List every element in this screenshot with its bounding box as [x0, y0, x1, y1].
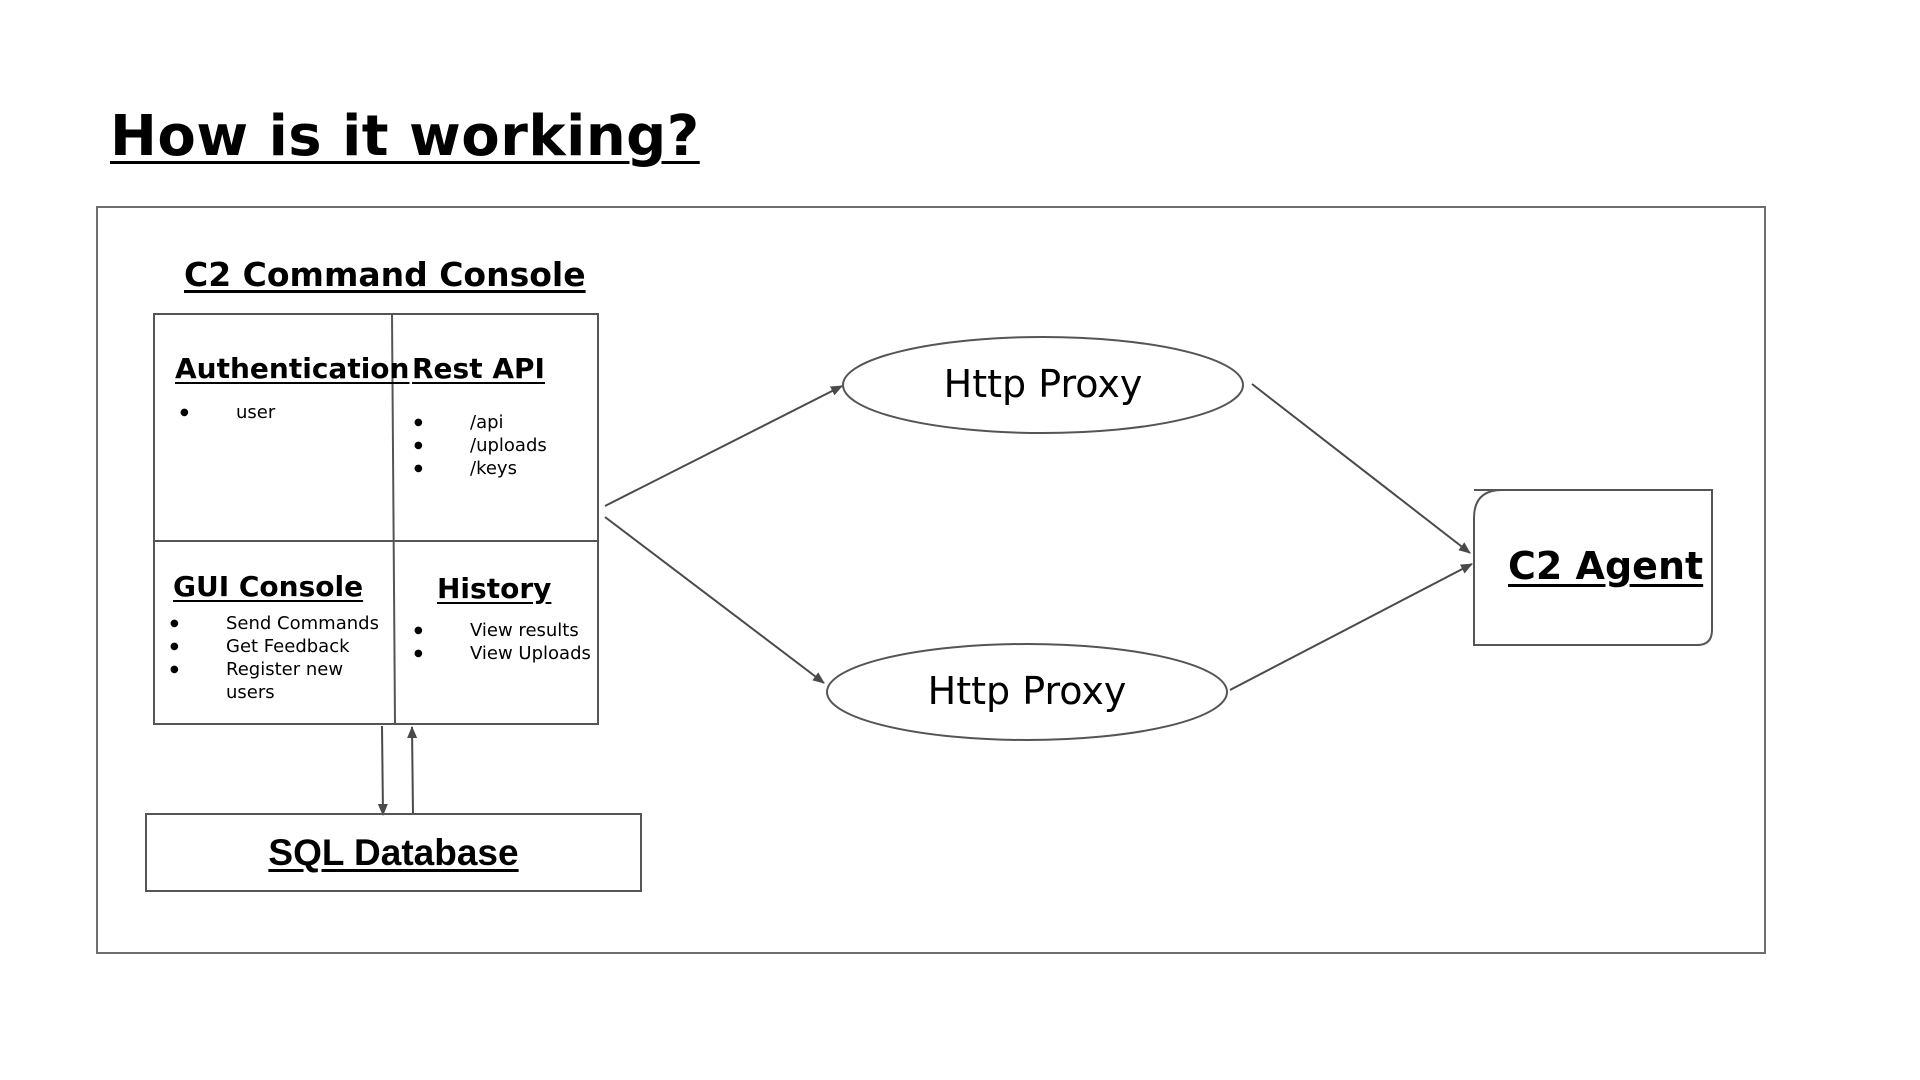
database-label: SQL Database	[268, 831, 519, 873]
proxy-label-bottom: Http Proxy	[927, 669, 1127, 713]
list-item: /uploads	[414, 434, 547, 457]
rest-api-list: /api /uploads /keys	[414, 411, 547, 480]
rest-api-title: Rest API	[412, 352, 545, 385]
console-title: C2 Command Console	[184, 255, 586, 294]
arrow-console-to-proxy-bottom	[604, 516, 825, 684]
gui-console-title: GUI Console	[173, 570, 364, 603]
history-list: View results View Uploads	[414, 619, 591, 665]
gui-console-list: Send Commands Get Feedback Register new …	[170, 612, 379, 704]
list-item: Register new users	[170, 658, 376, 704]
agent-label: C2 Agent	[1508, 544, 1704, 588]
arrow-database-to-console	[407, 726, 418, 816]
list-item: /keys	[414, 457, 547, 480]
agent-box	[1473, 489, 1713, 646]
authentication-list: user	[180, 401, 275, 424]
list-item: View Uploads	[414, 642, 591, 665]
proxy-ellipse-bottom	[826, 643, 1228, 741]
arrow-proxy-top-to-agent	[1251, 383, 1471, 554]
console-box	[153, 313, 599, 725]
arrow-console-to-proxy-top	[604, 385, 843, 507]
list-item: Get Feedback	[170, 635, 379, 658]
page-title: How is it working?	[110, 104, 700, 169]
list-item: View results	[414, 619, 591, 642]
authentication-title: Authentication	[175, 352, 410, 385]
console-divider-vertical	[391, 313, 396, 725]
proxy-label-top: Http Proxy	[943, 362, 1143, 406]
arrow-proxy-bottom-to-agent	[1229, 563, 1473, 691]
arrow-console-to-database	[377, 725, 388, 816]
history-title: History	[437, 572, 552, 605]
list-item: /api	[414, 411, 547, 434]
list-item: user	[180, 401, 275, 424]
proxy-ellipse-top	[842, 336, 1244, 434]
database-box: SQL Database	[145, 813, 642, 892]
diagram-frame	[96, 206, 1766, 954]
list-item: Send Commands	[170, 612, 379, 635]
